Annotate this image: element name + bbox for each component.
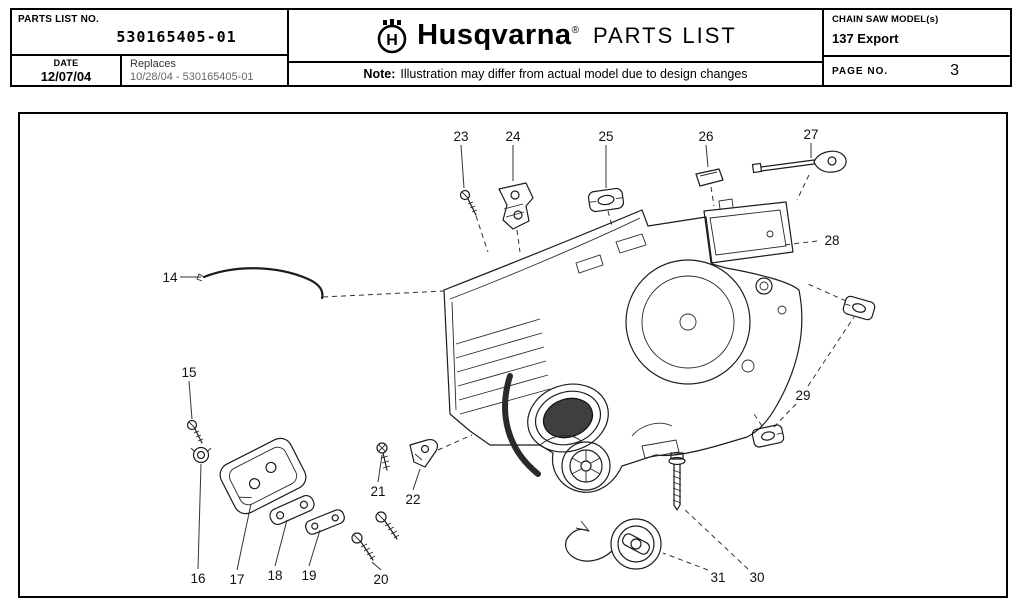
callout-26: 26 bbox=[698, 129, 713, 144]
header-left-row2: DATE 12/07/04 Replaces 10/28/04 - 530165… bbox=[12, 56, 287, 85]
document-title: PARTS LIST bbox=[592, 22, 737, 48]
parts-list-no-label: PARTS LIST NO. bbox=[18, 14, 99, 25]
model-cell: CHAIN SAW MODEL(s) 137 Export bbox=[824, 10, 1010, 57]
leader-lines-solid bbox=[180, 143, 812, 571]
date-value: 12/07/04 bbox=[40, 69, 92, 84]
callout-20: 20 bbox=[373, 572, 388, 587]
callout-28: 28 bbox=[824, 233, 839, 248]
part-16-grommet bbox=[190, 446, 212, 464]
replaces-cell: Replaces 10/28/04 - 530165405-01 bbox=[122, 56, 287, 85]
callout-29: 29 bbox=[795, 388, 810, 403]
callout-27: 27 bbox=[803, 127, 818, 142]
crankcase-housing-illustration bbox=[443, 198, 803, 493]
header-right-column: CHAIN SAW MODEL(s) 137 Export PAGE NO. 3 bbox=[824, 10, 1010, 85]
part-31-fuel-cap bbox=[565, 518, 662, 570]
callout-15: 15 bbox=[181, 365, 196, 380]
callout-31: 31 bbox=[710, 570, 725, 585]
header-left-column: PARTS LIST NO. 530165405-01 DATE 12/07/0… bbox=[12, 10, 289, 85]
callout-23: 23 bbox=[453, 129, 468, 144]
part-23-screw bbox=[459, 189, 478, 216]
registered-mark-icon: ® bbox=[571, 25, 579, 36]
callout-22: 22 bbox=[405, 492, 420, 507]
part-24-intake-bracket bbox=[498, 182, 534, 230]
model-value: 137 Export bbox=[832, 31, 899, 46]
header-table: PARTS LIST NO. 530165405-01 DATE 12/07/0… bbox=[10, 8, 1012, 87]
parts-list-no-value: 530165405-01 bbox=[116, 28, 237, 46]
part-27-choke-rod bbox=[751, 150, 847, 174]
brand-name: Husqvarna bbox=[417, 19, 572, 51]
note-row: Note: Illustration may differ from actua… bbox=[289, 63, 822, 85]
note-label: Note: bbox=[363, 67, 396, 81]
part-18-gasket bbox=[269, 494, 315, 526]
callout-30: 30 bbox=[749, 570, 764, 585]
callout-24: 24 bbox=[505, 129, 521, 144]
part-30-bolt bbox=[668, 452, 686, 511]
callout-25: 25 bbox=[598, 129, 613, 144]
replaces-label: Replaces bbox=[130, 58, 176, 70]
model-label: CHAIN SAW MODEL(s) bbox=[832, 14, 939, 25]
part-14-fuel-line bbox=[196, 267, 324, 300]
exploded-parts-diagram: 14 15 16 17 18 19 20 21 22 23 24 25 26 2… bbox=[162, 127, 876, 587]
part-25-grommet bbox=[587, 187, 625, 213]
callout-18: 18 bbox=[267, 568, 282, 583]
part-22-bracket bbox=[409, 439, 439, 468]
page-cell: PAGE NO. 3 bbox=[824, 57, 1010, 85]
callout-16: 16 bbox=[190, 571, 205, 586]
page-label: PAGE NO. bbox=[832, 65, 889, 77]
callout-labels: 14 15 16 17 18 19 20 21 22 23 24 25 26 2… bbox=[162, 127, 839, 587]
callout-14: 14 bbox=[162, 270, 178, 285]
part-28-handle-box bbox=[703, 198, 794, 264]
parts-list-no-cell: PARTS LIST NO. 530165405-01 bbox=[12, 10, 287, 56]
header-middle-column: H Husqvarna ® PARTS LIST Note: Illustrat… bbox=[289, 10, 824, 85]
part-26-clip bbox=[695, 168, 724, 187]
part-19-plate bbox=[305, 509, 345, 535]
part-15-screw bbox=[186, 419, 204, 444]
part-17-air-filter-cover bbox=[219, 437, 307, 515]
callout-17: 17 bbox=[229, 572, 244, 587]
note-text: Illustration may differ from actual mode… bbox=[400, 67, 748, 81]
date-label: DATE bbox=[53, 58, 79, 68]
part-29-grommet-lower bbox=[751, 424, 785, 448]
diagram-frame: 14 15 16 17 18 19 20 21 22 23 24 25 26 2… bbox=[18, 112, 1008, 598]
part-29-grommet-upper bbox=[842, 295, 876, 321]
husqvarna-logo-icon: H bbox=[374, 18, 410, 54]
date-cell: DATE 12/07/04 bbox=[12, 56, 122, 85]
part-21-screw bbox=[376, 442, 391, 471]
replaces-value: 10/28/04 - 530165405-01 bbox=[130, 71, 254, 83]
callout-19: 19 bbox=[301, 568, 316, 583]
brand-row: H Husqvarna ® PARTS LIST bbox=[289, 10, 822, 63]
leader-lines-dashed bbox=[322, 174, 855, 571]
part-20-screws bbox=[351, 511, 400, 561]
svg-text:H: H bbox=[386, 32, 398, 49]
callout-21: 21 bbox=[370, 484, 385, 499]
page-number: 3 bbox=[950, 62, 960, 79]
